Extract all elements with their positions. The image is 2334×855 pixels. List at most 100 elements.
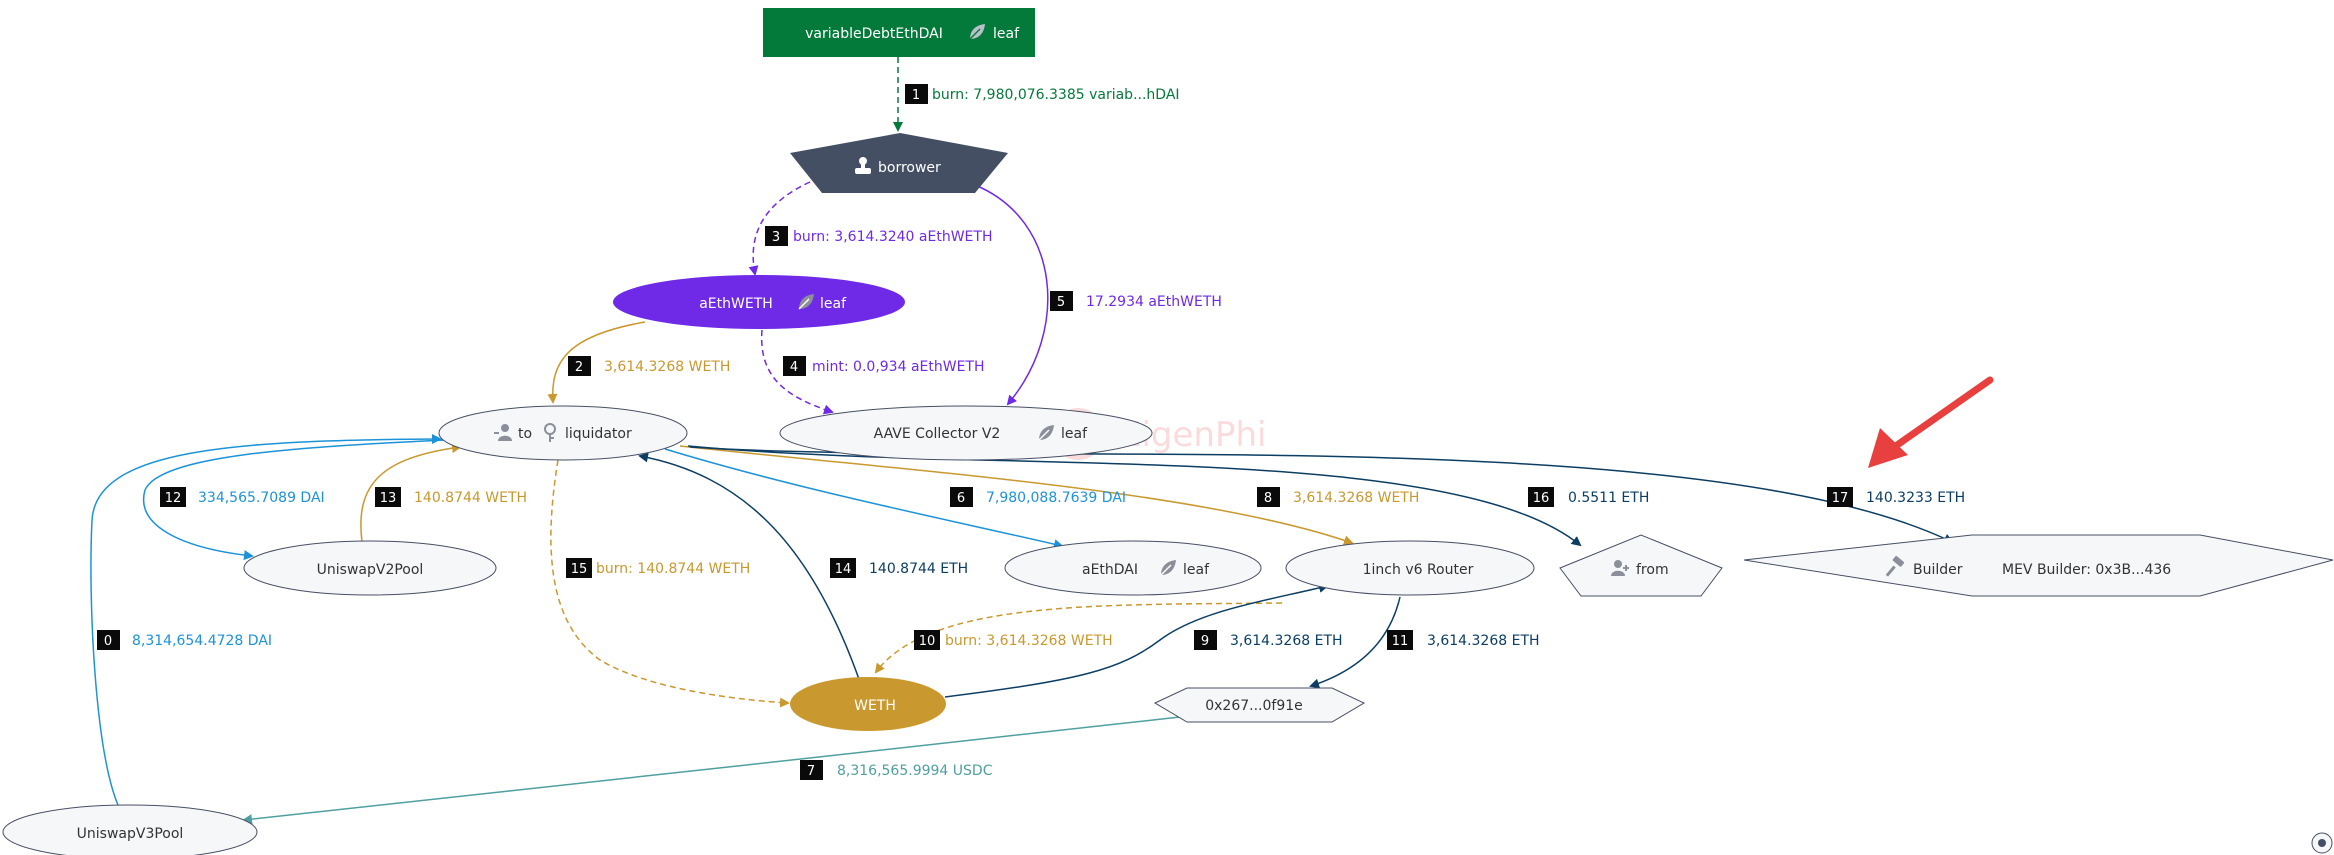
node-label: borrower [878,160,941,176]
node-borrower[interactable]: borrower [790,133,1008,193]
edges [90,57,1954,825]
edge-3[interactable] [748,181,811,276]
svg-text:17: 17 [1832,491,1849,506]
svg-text:7,980,088.7639 DAI: 7,980,088.7639 DAI [986,490,1126,506]
nodes: variableDebtEthDAI leaf borrower aEthWET… [2,8,2334,855]
leaf-tag: leaf [993,26,1020,42]
node-variable-debt-eth-dai[interactable]: variableDebtEthDAI leaf [763,8,1035,57]
node-label: liquidator [565,426,632,442]
node-label: UniswapV2Pool [317,562,424,578]
svg-text:15: 15 [571,562,588,577]
edge-7[interactable] [242,716,1181,825]
user-add-icon [1611,560,1629,576]
node-aethdai[interactable]: aEthDAI leaf [1004,540,1262,596]
node-aethweth[interactable]: aEthWETH leaf [613,275,905,329]
svg-text:13: 13 [380,491,397,506]
node-label: AAVE Collector V2 [874,426,1001,442]
node-label: variableDebtEthDAI [805,26,943,42]
svg-text:5: 5 [1057,295,1065,310]
edge-label-10[interactable]: 10 burn: 3,614.3268 WETH [914,630,1113,650]
svg-text:9: 9 [1201,634,1209,649]
node-builder[interactable]: Builder MEV Builder: 0x3B...436 [1743,534,2334,597]
svg-text:mint: 0.0,934 aEthWETH: mint: 0.0,934 aEthWETH [812,359,985,375]
svg-text:8: 8 [1264,491,1272,506]
node-sublabel: MEV Builder: 0x3B...436 [2002,562,2171,578]
edge-15[interactable] [550,459,790,708]
svg-text:2: 2 [575,360,583,375]
node-uniswap-v2-pool[interactable]: UniswapV2Pool [243,540,497,596]
node-liquidator[interactable]: to liquidator [438,405,688,461]
svg-text:burn: 7,980,076.3385 variab..: burn: 7,980,076.3385 variab...hDAI [932,87,1180,103]
edge-12[interactable] [142,439,446,561]
node-label: UniswapV3Pool [77,826,184,842]
svg-text:0.5511 ETH: 0.5511 ETH [1568,490,1649,506]
node-label: WETH [854,698,896,714]
edge-label-6[interactable]: 6 7,980,088.7639 DAI [950,487,1126,507]
svg-text:16: 16 [1533,491,1550,506]
to-label: to [518,426,532,442]
hammer-icon [1885,555,1905,577]
edge-5[interactable] [974,184,1049,406]
node-1inch-v6-router[interactable]: 1inch v6 Router [1285,540,1535,596]
svg-text:3: 3 [772,230,780,245]
node-label: from [1636,562,1669,578]
svg-text:burn: 3,614.3268 WETH: burn: 3,614.3268 WETH [945,633,1113,649]
key-icon [544,423,556,442]
svg-text:burn: 140.8744 WETH: burn: 140.8744 WETH [596,561,750,577]
corner-widget-icon[interactable] [2311,832,2333,854]
edge-label-16[interactable]: 16 0.5511 ETH [1528,487,1649,507]
edge-10[interactable] [874,602,1283,674]
node-weth[interactable]: WETH [790,677,946,731]
node-uniswap-v3-pool[interactable]: UniswapV3Pool [2,804,258,855]
edge-label-4[interactable]: 4 mint: 0.0,934 aEthWETH [783,356,985,376]
node-0x267[interactable]: 0x267...0f91e [1153,687,1366,723]
node-label: aEthWETH [699,296,773,312]
user-to-icon [494,424,512,441]
svg-text:11: 11 [1392,634,1409,649]
edge-4[interactable] [760,329,834,415]
edge-label-5[interactable]: 5 17.2934 aEthWETH [1050,291,1222,311]
edge-9[interactable] [944,583,1329,698]
edge-13[interactable] [360,443,462,543]
leaf-tag: leaf [1183,562,1210,578]
svg-text:140.8744 WETH: 140.8744 WETH [414,490,527,506]
edge-16[interactable] [687,445,1582,547]
svg-text:334,565.7089 DAI: 334,565.7089 DAI [198,490,325,506]
svg-text:6: 6 [957,491,965,506]
leaf-tag: leaf [1061,426,1088,442]
svg-text:17.2934 aEthWETH: 17.2934 aEthWETH [1086,294,1222,310]
edge-0[interactable] [90,434,442,806]
svg-text:4: 4 [790,360,798,375]
svg-text:3,614.3268 ETH: 3,614.3268 ETH [1230,633,1343,649]
edge-6[interactable] [664,448,1064,550]
edge-label-9[interactable]: 9 3,614.3268 ETH [1194,630,1343,650]
node-from[interactable]: from [1559,534,1723,597]
svg-text:10: 10 [919,634,936,649]
edge-label-13[interactable]: 13 140.8744 WETH [375,487,527,507]
node-aave-collector-v2[interactable]: AAVE Collector V2 leaf [779,405,1153,461]
svg-text:3,614.3268 WETH: 3,614.3268 WETH [604,359,730,375]
node-label: aEthDAI [1082,562,1138,578]
annotation-red-arrow [1868,376,1994,468]
edge-label-2[interactable]: 2 3,614.3268 WETH [568,356,730,376]
edge-11[interactable] [1309,596,1401,689]
edge-14[interactable] [638,452,861,683]
edge-label-15[interactable]: 15 burn: 140.8744 WETH [566,558,750,578]
borrower-icon [855,157,871,174]
svg-text:140.8744 ETH: 140.8744 ETH [869,561,968,577]
edge-label-12[interactable]: 12 334,565.7089 DAI [160,487,325,507]
edge-2[interactable] [547,321,646,404]
svg-text:8,314,654.4728 DAI: 8,314,654.4728 DAI [132,633,272,649]
svg-text:12: 12 [165,491,182,506]
svg-text:1: 1 [912,88,920,103]
edge-8[interactable] [679,445,1354,546]
edge-label-1[interactable]: 1 burn: 7,980,076.3385 variab...hDAI [905,84,1180,104]
